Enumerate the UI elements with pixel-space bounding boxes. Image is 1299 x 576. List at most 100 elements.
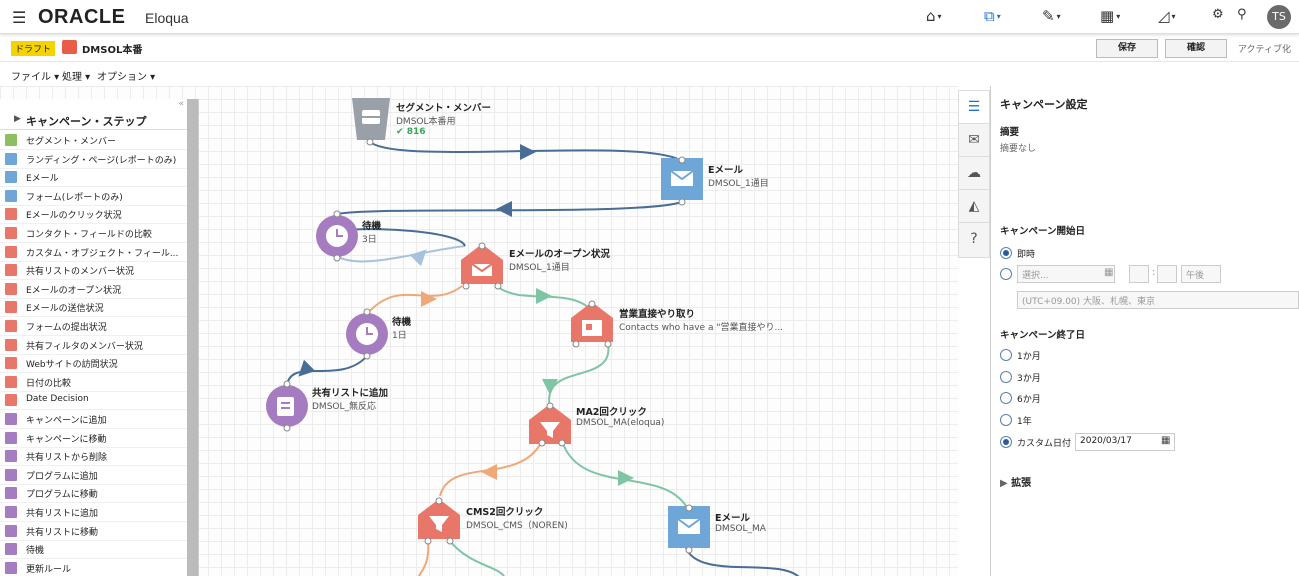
end-6month-radio[interactable] <box>1000 392 1012 404</box>
email-open-decision-node[interactable] <box>461 242 503 290</box>
end-date-input[interactable]: 2020/03/17 <box>1075 433 1175 451</box>
activate-button[interactable]: アクティブ化 <box>1238 45 1292 55</box>
palette-item[interactable]: 共有リストに追加 <box>0 503 188 522</box>
orchestration-menu-icon[interactable]: ⧉▾ <box>984 7 1001 25</box>
wait-node-2[interactable] <box>346 308 388 360</box>
menu-file[interactable]: ファイル ▾ <box>11 72 60 83</box>
sales-contact-decision-node[interactable] <box>571 300 613 348</box>
palette-item[interactable]: Eメールのオープン状況 <box>0 280 188 299</box>
step-type-icon <box>5 375 17 388</box>
palette-item[interactable]: プログラムに移動 <box>0 484 188 504</box>
email-node-1[interactable] <box>661 156 703 206</box>
cloud-icon[interactable]: ☁ <box>959 157 989 190</box>
comments-icon[interactable]: ✉ <box>959 124 989 157</box>
menu-options[interactable]: オプション ▾ <box>97 72 156 83</box>
palette-item[interactable]: Eメールの送信状況 <box>0 298 188 318</box>
palette-item[interactable]: 共有リストのメンバー状況 <box>0 261 188 281</box>
wait-node-1[interactable] <box>316 210 358 262</box>
confirm-button[interactable]: 確認 <box>1165 39 1227 58</box>
palette-item[interactable]: Webサイトの訪問状況 <box>0 354 188 374</box>
end-calendar-icon[interactable]: ▦ <box>1161 435 1171 446</box>
palette-item[interactable]: Eメール <box>0 168 188 188</box>
ma2-click-decision-node[interactable] <box>529 402 571 447</box>
summary-value[interactable]: 摘要なし <box>1000 144 1037 154</box>
help-icon[interactable]: ? <box>970 231 978 247</box>
step-type-icon <box>5 357 17 370</box>
palette-item[interactable]: 共有フィルタのメンバー状況 <box>0 336 188 355</box>
email-node-2[interactable] <box>668 504 710 554</box>
palette-scrollbar[interactable] <box>187 99 198 576</box>
palette-item-label: プログラムに移動 <box>26 490 98 501</box>
add-to-shared-list-node[interactable] <box>266 380 308 432</box>
palette-item[interactable]: 待機 <box>0 540 188 560</box>
step-type-icon <box>5 152 17 165</box>
palette-item[interactable]: プログラムに追加 <box>0 466 188 485</box>
campaign-settings-panel: キャンペーン設定 摘要 摘要なし キャンペーン開始日 即時 選択... ▦ : … <box>990 86 1299 576</box>
cms2-click-decision-node[interactable] <box>418 497 460 545</box>
palette-item[interactable]: キャンペーンに追加 <box>0 410 188 429</box>
palette-item[interactable]: カスタム・オブジェクト・フィール... <box>0 243 188 262</box>
reports-chart-icon[interactable]: ◭ <box>959 190 989 223</box>
step-type-icon <box>5 227 17 239</box>
end-3month-radio[interactable] <box>1000 371 1012 383</box>
start-now-radio[interactable] <box>1000 247 1012 259</box>
search-icon[interactable]: ⚲ <box>1237 7 1247 22</box>
palette-item[interactable]: セグメント・メンバー <box>0 131 188 150</box>
segment-count: 816 <box>406 127 426 137</box>
step-type-icon <box>5 450 17 463</box>
start-date-label: キャンペーン開始日 <box>1000 226 1086 237</box>
menu-action[interactable]: 処理 ▾ <box>62 72 91 83</box>
start-date-input[interactable]: 選択... <box>1017 265 1115 283</box>
start-ampm-select[interactable]: 午後 <box>1181 265 1221 283</box>
step-type-icon <box>5 264 17 277</box>
hamburger-menu-icon[interactable]: ☰ <box>12 8 27 27</box>
step-type-icon <box>5 338 17 351</box>
palette-item-label: Eメール <box>26 174 59 185</box>
save-button[interactable]: 保存 <box>1096 39 1158 58</box>
palette-header[interactable]: ▶ キャンペーン・ステップ <box>0 111 188 130</box>
end-1month-label: 1か月 <box>1017 352 1041 362</box>
palette-item[interactable]: ランディング・ページ(レポートのみ) <box>0 150 188 169</box>
top-nav-bar: ☰ ORACLE Eloqua ⌂▾ ⧉▾ ✎▾ ▦▾ ◿▾ ⚙ ⚲ TS <box>0 0 1299 34</box>
user-avatar[interactable]: TS <box>1267 5 1291 29</box>
end-1year-radio[interactable] <box>1000 414 1012 426</box>
palette-item[interactable]: 共有リストに移動 <box>0 522 188 541</box>
palette-item[interactable]: 更新ルール <box>0 559 188 576</box>
palette-item[interactable]: キャンペーンに移動 <box>0 429 188 448</box>
start-hour-input[interactable] <box>1129 265 1149 283</box>
assets-menu-icon[interactable]: ✎▾ <box>1042 7 1061 25</box>
collapse-palette-icon[interactable]: « <box>178 99 184 109</box>
start-minute-input[interactable] <box>1157 265 1177 283</box>
analytics-menu-icon[interactable]: ◿▾ <box>1158 7 1176 25</box>
palette-item[interactable]: フォームの提出状況 <box>0 317 188 336</box>
segment-node[interactable] <box>352 98 390 146</box>
settings-list-icon[interactable]: ☰ <box>959 91 989 124</box>
right-tool-strip: ☰ ✉ ☁ ◭ ? <box>958 90 990 258</box>
step-type-icon <box>5 245 17 258</box>
step-type-icon <box>5 561 17 574</box>
timezone-select[interactable]: (UTC+09.00) 大阪、札幌、東京 <box>1017 291 1299 309</box>
start-custom-radio[interactable] <box>1000 268 1012 280</box>
palette-item[interactable]: フォーム(レポートのみ) <box>0 187 188 206</box>
audience-menu-icon[interactable]: ▦▾ <box>1100 7 1121 25</box>
end-custom-radio[interactable] <box>1000 436 1012 448</box>
advanced-section[interactable]: ▶ 拡張 <box>1000 478 1032 489</box>
palette-item[interactable]: 日付の比較 <box>0 373 188 392</box>
palette-item[interactable]: Date Decision <box>0 391 188 411</box>
step-type-icon <box>5 431 17 444</box>
home-menu-icon[interactable]: ⌂▾ <box>926 7 942 25</box>
palette-item-label: セグメント・メンバー <box>26 137 117 147</box>
palette-item[interactable]: 共有リストから削除 <box>0 447 188 467</box>
campaign-name[interactable]: DMSOL本番 <box>82 45 143 56</box>
end-1month-radio[interactable] <box>1000 349 1012 361</box>
calendar-icon[interactable]: ▦ <box>1104 267 1114 278</box>
palette-item[interactable]: コンタクト・フィールドの比較 <box>0 224 188 243</box>
step-type-icon <box>5 189 17 202</box>
settings-gear-icon[interactable]: ⚙ <box>1212 7 1224 22</box>
step-type-icon <box>5 134 17 146</box>
palette-item[interactable]: Eメールのクリック状況 <box>0 205 188 225</box>
